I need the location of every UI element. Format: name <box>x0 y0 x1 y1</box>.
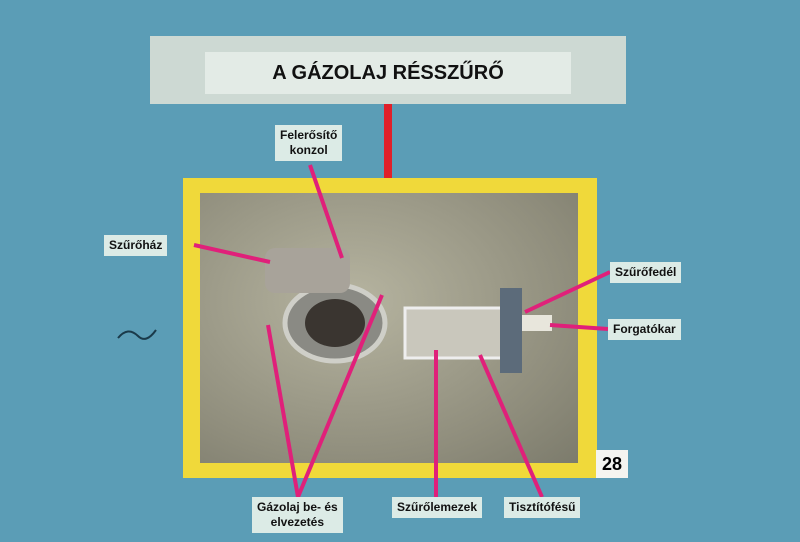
pointer-fuel-out <box>296 294 384 498</box>
page-title: A GÁZOLAJ RÉSSZŰRŐ <box>205 52 571 94</box>
label-plates: Szűrőlemezek <box>392 497 483 518</box>
pointer-handle <box>549 323 609 331</box>
pointer-cover <box>524 270 611 314</box>
pointer-housing <box>193 243 271 264</box>
label-text: elvezetés <box>270 515 325 529</box>
filter-photo <box>200 193 578 463</box>
label-housing: Szűrőház <box>104 235 168 256</box>
title-connector <box>384 104 392 178</box>
pointer-comb <box>478 354 544 498</box>
label-handle: Forgatókar <box>608 319 681 340</box>
label-cover: Szűrőfedél <box>610 262 682 283</box>
label-text: konzol <box>289 143 328 157</box>
handwritten-mark <box>117 329 157 340</box>
label-text: Gázolaj be- és <box>257 500 338 514</box>
label-comb: Tisztítófésű <box>504 497 581 518</box>
slide-number: 28 <box>596 450 628 478</box>
label-text: Felerősítő <box>280 128 338 142</box>
filter-parts-drawing <box>265 248 552 373</box>
pointer-fuel-in <box>266 324 300 498</box>
pointer-bracket <box>308 164 344 259</box>
